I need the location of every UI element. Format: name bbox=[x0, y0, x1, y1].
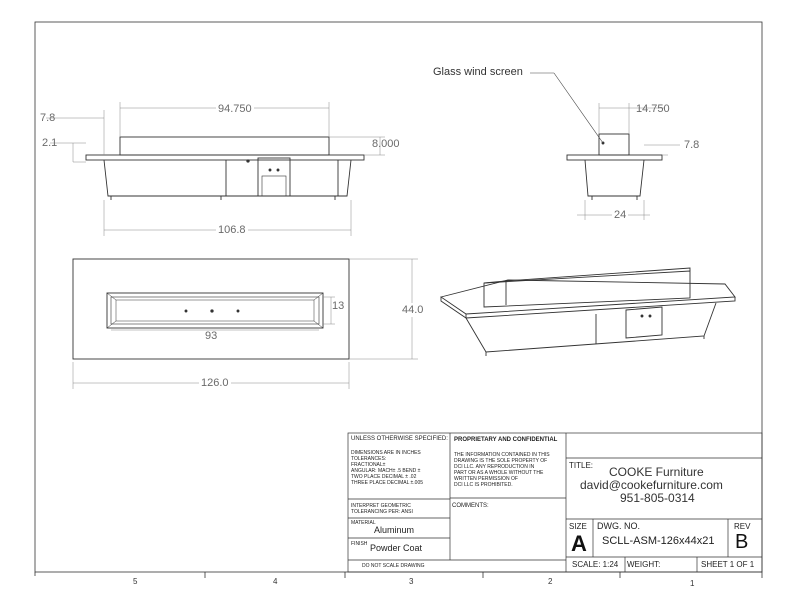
top-view bbox=[72, 258, 350, 360]
tb-finish-value: Powder Coat bbox=[370, 543, 423, 553]
dim-front-screen-width: 94.750 bbox=[216, 103, 254, 115]
zone-1: 1 bbox=[690, 579, 695, 588]
tb-size-value: A bbox=[571, 531, 587, 556]
tb-material-value: Aluminum bbox=[374, 525, 415, 535]
zone-4: 4 bbox=[273, 577, 278, 586]
tb-tolerances: TOLERANCES: bbox=[351, 456, 387, 462]
dim-top-overall-depth: 44.0 bbox=[402, 303, 424, 317]
tb-size-label: SIZE bbox=[569, 522, 587, 531]
tb-dimensions-note: DIMENSIONS ARE IN INCHES bbox=[351, 450, 421, 456]
tb-scale: SCALE: 1:24 bbox=[572, 560, 619, 569]
tb-company: COOKE Furniture bbox=[609, 465, 704, 479]
tb-title-label: TITLE: bbox=[569, 461, 594, 470]
front-access-panel bbox=[257, 157, 291, 197]
dim-top-opening-depth: 13 bbox=[332, 300, 345, 312]
iso-table-top bbox=[439, 279, 736, 315]
tb-rev-value: B bbox=[735, 531, 749, 553]
side-body bbox=[584, 159, 645, 197]
tb-do-not-scale: DO NOT SCALE DRAWING bbox=[362, 563, 425, 569]
side-table-top bbox=[566, 154, 663, 161]
iso-access-panel bbox=[625, 306, 663, 339]
side-glass-screen bbox=[598, 133, 630, 156]
zone-5: 5 bbox=[133, 577, 138, 586]
tb-sheet: SHEET 1 OF 1 bbox=[701, 560, 755, 569]
iso-glass-screen bbox=[483, 270, 691, 308]
tb-proprietary-text: THE INFORMATION CONTAINED IN THIS DRAWIN… bbox=[454, 452, 550, 488]
tb-weight: WEIGHT: bbox=[627, 560, 661, 569]
glass-screen-leader bbox=[530, 72, 604, 144]
tb-rev-label: REV bbox=[734, 522, 751, 531]
title-block-lines bbox=[347, 432, 763, 573]
dim-top-overall-width: 126.0 bbox=[199, 377, 231, 389]
tb-unless-specified: UNLESS OTHERWISE SPECIFIED: bbox=[351, 436, 448, 442]
dim-side-offset: 7.8 bbox=[684, 139, 700, 151]
front-dimension-lines bbox=[46, 102, 385, 236]
top-opening-outer bbox=[106, 292, 324, 329]
tb-interpret-line-1: INTERPRET GEOMETRIC bbox=[351, 503, 411, 509]
tb-tolerance-notes: DIMENSIONS ARE IN INCHES TOLERANCES: FRA… bbox=[351, 450, 423, 486]
tb-angular: ANGULAR: MACH± .5 BEND ± bbox=[351, 468, 421, 474]
tb-email: david@cookefurniture.com bbox=[580, 478, 723, 492]
front-body bbox=[103, 159, 352, 197]
dim-side-screen-width: 14.750 bbox=[636, 103, 670, 115]
tb-phone: 951-805-0314 bbox=[620, 491, 695, 505]
dim-front-top-offset: 7.8 bbox=[40, 112, 56, 124]
isometric-view bbox=[439, 267, 736, 356]
dim-side-base-width: 24 bbox=[612, 209, 629, 221]
side-dimension-lines bbox=[577, 103, 680, 220]
tb-finish-label: FINISH bbox=[351, 541, 368, 547]
front-table-top bbox=[85, 154, 365, 161]
front-view bbox=[85, 136, 365, 200]
tb-three-place: THREE PLACE DECIMAL ±.005 bbox=[351, 480, 424, 486]
tb-comments-label: COMMENTS: bbox=[452, 503, 489, 509]
tb-proprietary-title: PROPRIETARY AND CONFIDENTIAL bbox=[454, 437, 558, 443]
dim-front-lip: 2.1 bbox=[42, 137, 58, 149]
dim-front-screen-height: 8.000 bbox=[372, 138, 400, 150]
zone-2: 2 bbox=[548, 577, 553, 586]
tb-proprietary-line-2: DRAWING IS THE SOLE PROPERTY OF bbox=[454, 458, 548, 464]
front-glass-screen bbox=[119, 136, 330, 156]
tb-proprietary-line-3: DCI LLC. ANY REPRODUCTION IN bbox=[454, 464, 535, 470]
dim-top-opening-width: 93 bbox=[205, 330, 218, 342]
tb-proprietary-line-1: THE INFORMATION CONTAINED IN THIS bbox=[454, 452, 550, 458]
tb-proprietary-line-6: DCI LLC IS PROHIBITED. bbox=[454, 482, 513, 488]
tb-proprietary-line-4: PART OR AS A WHOLE WITHOUT THE bbox=[454, 470, 544, 476]
zone-3: 3 bbox=[409, 577, 414, 586]
glass-wind-screen-callout: Glass wind screen bbox=[433, 66, 523, 78]
tb-interpret-line-2: TOLERANCING PER: ANSI bbox=[351, 509, 413, 515]
tb-material-label: MATERIAL bbox=[351, 520, 376, 526]
tb-interpret: INTERPRET GEOMETRIC TOLERANCING PER: ANS… bbox=[351, 503, 413, 515]
top-outline bbox=[72, 258, 350, 360]
tb-proprietary-line-5: WRITTEN PERMISSION OF bbox=[454, 476, 518, 482]
tb-dwg-no-value: SCLL-ASM-126x44x21 bbox=[602, 535, 715, 547]
tb-dwg-no-label: DWG. NO. bbox=[597, 521, 640, 531]
tb-fractional: FRACTIONAL± bbox=[351, 462, 386, 468]
tb-two-place: TWO PLACE DECIMAL ± .02 bbox=[351, 474, 417, 480]
dim-front-base-width: 106.8 bbox=[216, 224, 248, 236]
side-view bbox=[566, 133, 663, 200]
iso-body bbox=[465, 302, 717, 353]
